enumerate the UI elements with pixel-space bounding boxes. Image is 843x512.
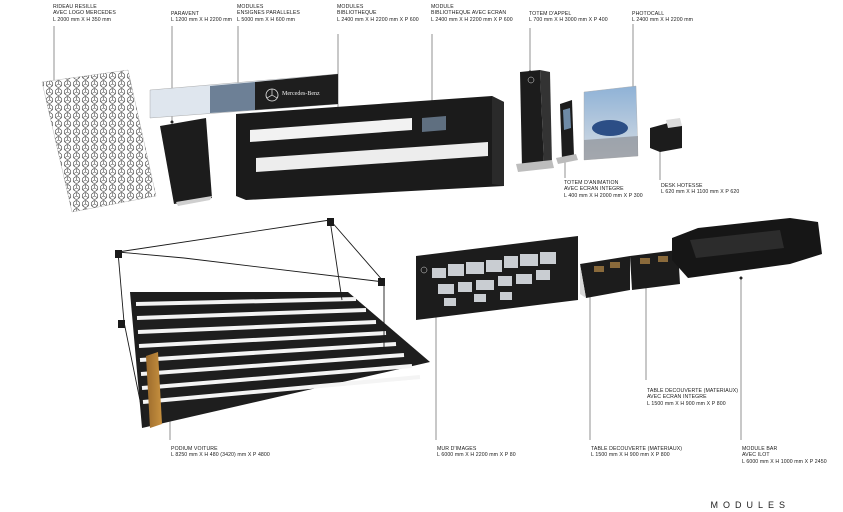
mur-dims: L 6000 mm X H 2200 mm X P 80 xyxy=(437,452,516,459)
enseignes-subtitle: ENSIGNES PARALLELES xyxy=(237,10,301,17)
mur-title: MUR D'IMAGES xyxy=(437,446,477,452)
footer-title: MODULES xyxy=(710,500,790,510)
paravent xyxy=(160,118,212,206)
totem-anim-dims: L 400 mm X H 2000 mm X P 300 xyxy=(564,192,643,199)
label-rideau: RIDEAU RESILLE AVEC LOGO MERCEDES L 2000… xyxy=(53,4,116,23)
table2-subtitle: AVEC ECRAN INTEGRE xyxy=(647,394,707,401)
biblio-ecran-dims: L 2400 mm X H 2200 mm X P 600 xyxy=(431,16,513,23)
podium-frame xyxy=(117,219,385,421)
label-table1: TABLE DECOUVERTE (MATERIAUX) L 1500 mm X… xyxy=(591,446,682,459)
totem-animation xyxy=(556,100,578,164)
mur-images xyxy=(416,236,578,320)
label-photocall: PHOTOCALL L 2400 mm X H 2200 mm xyxy=(632,11,693,24)
rideau-resille xyxy=(41,69,157,213)
podium-dims: L 8250 mm X H 480 (3420) mm X P 4800 xyxy=(171,452,270,459)
label-bar: MODULE BAR AVEC ILOT L 6000 mm X H 1000 … xyxy=(742,446,827,465)
brand-text: Mercedes-Benz xyxy=(282,91,320,97)
paravent-title: PARAVENT xyxy=(171,11,200,17)
table2-dims: L 1500 mm X H 900 mm X P 800 xyxy=(647,400,726,407)
label-totem-appel: TOTEM D'APPEL L 700 mm X H 3000 mm X P 4… xyxy=(529,11,608,24)
label-podium: PODIUM VOITURE L 8250 mm X H 480 (3420) … xyxy=(171,446,270,459)
label-totem-anim: TOTEM D'ANIMATION AVEC ECRAN INTEGRE L 4… xyxy=(564,180,643,199)
label-bibliotheque: MODULES BIBLIOTHEQUE L 2400 mm X H 2200 … xyxy=(337,4,419,23)
biblio-ecran-subtitle: BIBLIOTHEQUE AVEC ECRAN xyxy=(431,10,507,17)
desk-hotesse xyxy=(650,118,682,152)
bibliotheque xyxy=(236,96,504,200)
photocall-dims: L 2400 mm X H 2200 mm xyxy=(632,17,694,24)
totem-anim-title: TOTEM D'ANIMATION xyxy=(564,180,619,186)
bar-title: MODULE BAR xyxy=(742,446,778,452)
bibliotheque-title: MODULES xyxy=(337,4,364,10)
module-bar xyxy=(672,218,822,278)
photocall xyxy=(583,85,639,161)
label-paravent: PARAVENT L 1200 mm X H 2200 mm xyxy=(171,11,232,24)
label-desk: DESK HOTESSE L 620 mm X H 1100 mm X P 62… xyxy=(661,183,739,196)
table-decouverte xyxy=(580,250,680,298)
table1-title: TABLE DECOUVERTE (MATERIAUX) xyxy=(591,446,683,452)
enseignes-paralleles: Mercedes-Benz xyxy=(149,73,339,119)
biblio-ecran-title: MODULE xyxy=(431,4,454,10)
bibliotheque-dims: L 2400 mm X H 2200 mm X P 600 xyxy=(337,16,419,23)
mur-photos xyxy=(432,252,556,306)
bar-dims: L 6000 mm X H 1000 mm X P 2450 xyxy=(742,458,827,465)
enseignes-dims: L 5000 mm X H 600 mm xyxy=(237,16,296,23)
enseignes-title: MODULES xyxy=(237,4,264,10)
label-enseignes: MODULES ENSIGNES PARALLELES L 5000 mm X … xyxy=(237,4,300,23)
totem-anim-subtitle: AVEC ECRAN INTEGRE xyxy=(564,186,624,193)
podium-title: PODIUM VOITURE xyxy=(171,446,218,452)
photocall-title: PHOTOCALL xyxy=(632,11,665,17)
paravent-dims: L 1200 mm X H 2200 mm xyxy=(171,17,233,24)
podium-stripes xyxy=(135,297,421,404)
totem-appel-title: TOTEM D'APPEL xyxy=(529,11,572,17)
podium-voiture xyxy=(115,218,430,428)
desk-title: DESK HOTESSE xyxy=(661,183,703,189)
rideau-dims: L 2000 mm X H 350 mm xyxy=(53,16,112,23)
rideau-subtitle: AVEC LOGO MERCEDES xyxy=(53,10,116,17)
bibliotheque-subtitle: BIBLIOTHEQUE xyxy=(337,10,377,17)
totem-appel-dims: L 700 mm X H 3000 mm X P 400 xyxy=(529,17,608,24)
label-mur: MUR D'IMAGES L 6000 mm X H 2200 mm X P 8… xyxy=(437,446,516,459)
table1-dims: L 1500 mm X H 900 mm X P 800 xyxy=(591,452,670,459)
rideau-title: RIDEAU RESILLE xyxy=(53,4,97,10)
totem-appel xyxy=(516,70,554,172)
label-table2: TABLE DECOUVERTE (MATERIAUX) AVEC ECRAN … xyxy=(647,388,738,407)
table2-title: TABLE DECOUVERTE (MATERIAUX) xyxy=(647,388,739,394)
desk-dims: L 620 mm X H 1100 mm X P 620 xyxy=(661,189,740,196)
label-biblio-ecran: MODULE BIBLIOTHEQUE AVEC ECRAN L 2400 mm… xyxy=(431,4,513,23)
bar-subtitle: AVEC ILOT xyxy=(742,452,770,459)
